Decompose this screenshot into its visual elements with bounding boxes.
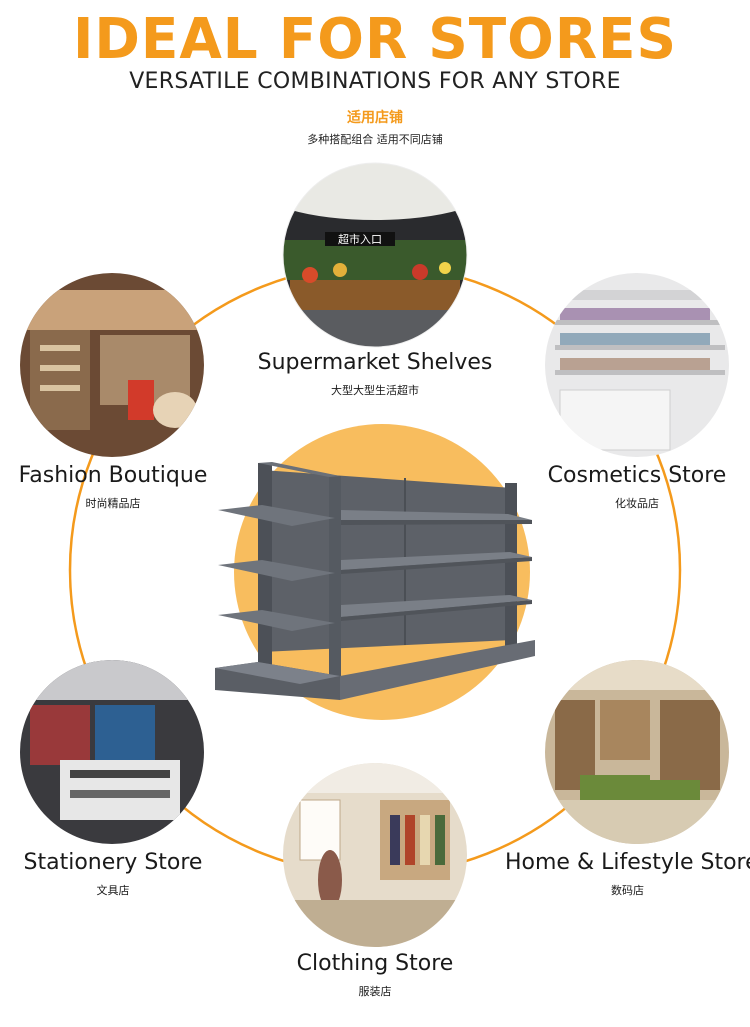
store-label-cn-stationery-store: 文具店 bbox=[96, 884, 130, 897]
headline: IDEAL FOR STORES bbox=[72, 7, 678, 72]
photo-home-lifestyle-store bbox=[545, 660, 729, 844]
store-label-supermarket: Supermarket Shelves bbox=[257, 350, 493, 375]
headline-cn: 适用店铺 bbox=[347, 110, 403, 126]
subheadline-cn: 多种搭配组合 适用不同店铺 bbox=[307, 133, 443, 146]
store-label-cn-cosmetics-store: 化妆品店 bbox=[615, 497, 659, 510]
store-label-stationery-store: Stationery Store bbox=[23, 850, 203, 875]
photo-supermarket: 超市入口 bbox=[283, 163, 467, 347]
photo-clothing-store bbox=[283, 763, 467, 947]
gondola-shelf-illustration bbox=[215, 462, 535, 700]
photo-stationery-store bbox=[20, 660, 204, 844]
store-label-cn-fashion-boutique: 时尚精品店 bbox=[85, 497, 141, 510]
subheadline: VERSATILE COMBINATIONS FOR ANY STORE bbox=[129, 69, 621, 94]
supermarket-sign-text: 超市入口 bbox=[338, 232, 382, 246]
store-label-clothing-store: Clothing Store bbox=[296, 951, 454, 976]
store-label-cn-supermarket: 大型大型生活超市 bbox=[331, 384, 419, 397]
photo-fashion-boutique bbox=[20, 273, 204, 457]
store-label-fashion-boutique: Fashion Boutique bbox=[18, 463, 208, 488]
store-label-home-lifestyle-store: Home & Lifestyle Store bbox=[505, 850, 750, 875]
store-label-cn-clothing-store: 服装店 bbox=[358, 985, 392, 998]
photo-cosmetics-store bbox=[545, 273, 729, 457]
store-label-cosmetics-store: Cosmetics Store bbox=[547, 463, 727, 488]
store-label-cn-home-lifestyle-store: 数码店 bbox=[611, 884, 644, 897]
